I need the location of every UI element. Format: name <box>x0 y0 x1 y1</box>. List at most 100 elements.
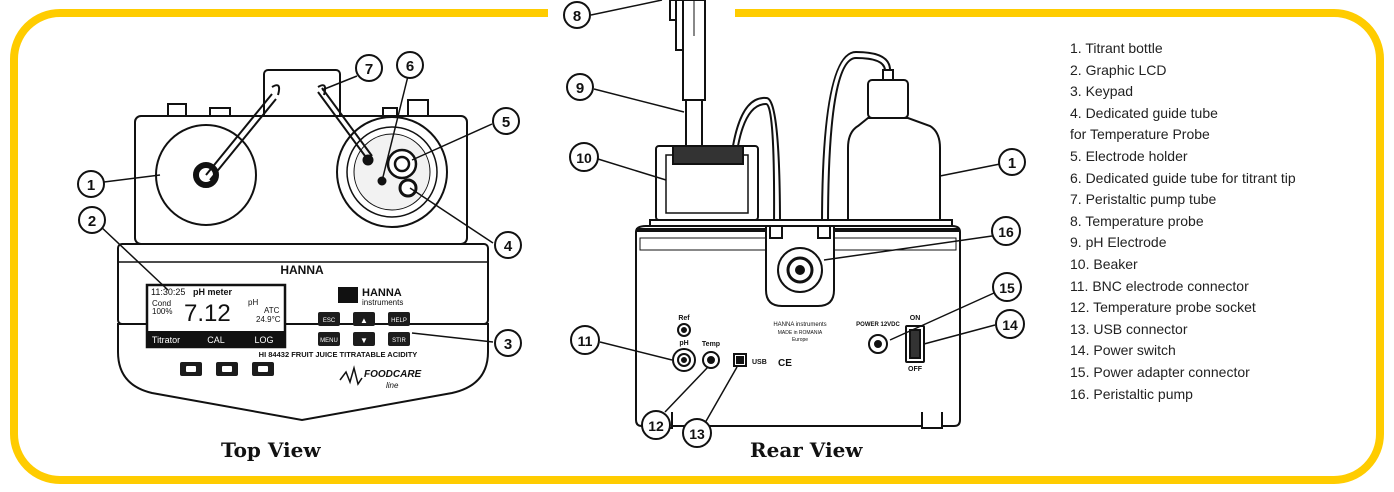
key-label: STIR <box>392 338 406 344</box>
callout-number: 1 <box>87 177 95 194</box>
callout-13: 13 <box>682 418 712 448</box>
down-key[interactable] <box>353 332 375 346</box>
legend-item: 12. Temperature probe socket <box>1070 299 1256 316</box>
callout-8: 8 <box>563 1 591 29</box>
legend-item: 13. USB connector <box>1070 320 1188 337</box>
lcd-time: 11:30:25 <box>151 287 185 297</box>
legend-item: 7. Peristaltic pump tube <box>1070 191 1217 208</box>
pump-tube-top <box>205 84 373 181</box>
line-label: line <box>386 381 399 390</box>
softkey-label: CAL <box>207 335 225 345</box>
key-label: ESC <box>323 318 336 324</box>
callout-14: 14 <box>995 309 1025 339</box>
callout-number: 12 <box>648 418 664 434</box>
top-view-heading: Top View <box>221 438 321 462</box>
instruments-label: instruments <box>362 298 403 307</box>
callout-number: 3 <box>504 336 512 353</box>
callout-number: 2 <box>88 213 96 230</box>
callout-number: 7 <box>365 61 373 78</box>
callout-number: 10 <box>576 150 592 166</box>
on-label: ON <box>910 315 921 322</box>
callout-number: 1 <box>1008 155 1016 172</box>
callout-number: 16 <box>998 224 1014 240</box>
ph-label: pH <box>679 340 688 347</box>
legend-item: 4. Dedicated guide tube <box>1070 104 1218 121</box>
help-key[interactable] <box>388 312 410 326</box>
lcd-mode: pH meter <box>193 287 233 297</box>
hanna-instruments-logo: HANNA instruments <box>338 287 403 307</box>
legend-item: 1. Titrant bottle <box>1070 40 1163 56</box>
callout-12: 12 <box>641 410 671 440</box>
callout-2: 2 <box>78 206 106 234</box>
keypad: ESC ▲ HELP MENU ▼ STIR <box>318 312 410 346</box>
callout-number: 5 <box>502 114 510 131</box>
legend-item: 5. Electrode holder <box>1070 147 1188 164</box>
key-label: ▲ <box>360 316 368 325</box>
legend-item: 16. Peristaltic pump <box>1070 385 1193 402</box>
callout-number: 4 <box>504 238 513 255</box>
stir-key[interactable] <box>388 332 410 346</box>
callout-number: 8 <box>573 8 581 25</box>
softkey-label: LOG <box>254 335 273 345</box>
legend-item: 3. Keypad <box>1070 83 1134 100</box>
softkey-buttons <box>180 362 274 376</box>
callout-number: 11 <box>578 333 593 349</box>
foodcare-label: FOODCARE <box>364 369 422 380</box>
rear-labels: Ref pH Temp USB POWER 12VDC ON OFF HANNA… <box>678 315 922 373</box>
callout-number: 13 <box>689 426 705 442</box>
ref-label: Ref <box>678 315 690 322</box>
up-key[interactable] <box>353 312 375 326</box>
legend-item: 8. Temperature probe <box>1070 212 1204 229</box>
softkey-label: Titrator <box>152 335 180 345</box>
callout-15: 15 <box>992 272 1022 302</box>
callout-number: 6 <box>406 58 414 75</box>
key-label: HELP <box>391 318 407 324</box>
callout-number: 9 <box>576 80 584 97</box>
rear-made-label: MADE in ROMANIA <box>778 330 823 336</box>
pump-tubing <box>732 50 891 227</box>
legend-item: 14. Power switch <box>1070 342 1176 359</box>
rear-brand-label: HANNA instruments <box>773 322 826 328</box>
legend-item: 15. Power adapter connector <box>1070 363 1250 380</box>
callout-5: 5 <box>492 107 520 135</box>
callout-number: 15 <box>999 280 1015 296</box>
callout-1: 1 <box>77 170 105 198</box>
lcd-pct: 100% <box>152 307 172 316</box>
lcd-atc: ATC <box>264 306 280 315</box>
foodcare-logo: FOODCARE line <box>339 365 422 390</box>
legend-item: 6. Dedicated guide tube for titrant tip <box>1070 169 1296 186</box>
legend-item: 9. pH Electrode <box>1070 234 1167 251</box>
callout-1-rear: 1 <box>998 148 1026 176</box>
connectors <box>672 323 925 372</box>
callout-number: 14 <box>1002 317 1018 333</box>
callout-7: 7 <box>355 54 383 82</box>
callout-9: 9 <box>566 73 594 101</box>
key-label: MENU <box>320 338 338 344</box>
key-label: ▼ <box>360 336 368 345</box>
callout-11: 11 <box>570 325 600 355</box>
callout-16: 16 <box>991 216 1021 246</box>
callout-4: 4 <box>494 231 522 259</box>
callout-3: 3 <box>494 329 522 357</box>
usb-label: USB <box>752 359 767 366</box>
beaker <box>655 145 759 221</box>
power-label: POWER 12VDC <box>856 322 900 328</box>
ph-electrode <box>669 0 706 147</box>
rear-europe-label: Europe <box>792 337 808 343</box>
callout-6: 6 <box>396 51 424 79</box>
temp-label: Temp <box>702 341 720 348</box>
lcd-unit: pH <box>248 298 258 307</box>
legend-item: 10. Beaker <box>1070 255 1138 272</box>
lcd-value: 7.12 <box>184 300 231 327</box>
ce-mark: CE <box>778 358 792 369</box>
callout-badges: 1 2 3 4 5 6 7 8 9 10 11 12 13 14 15 16 1 <box>77 1 1026 448</box>
graphic-lcd: 11:30:25 pH meter Cond 100% 7.12 pH ATC … <box>145 283 287 349</box>
legend-item: 2. Graphic LCD <box>1070 61 1167 78</box>
esc-key[interactable] <box>318 312 340 326</box>
brand-small: HANNA <box>362 287 402 299</box>
legend-item: 11. BNC electrode connector <box>1070 277 1249 294</box>
menu-key[interactable] <box>318 332 340 346</box>
